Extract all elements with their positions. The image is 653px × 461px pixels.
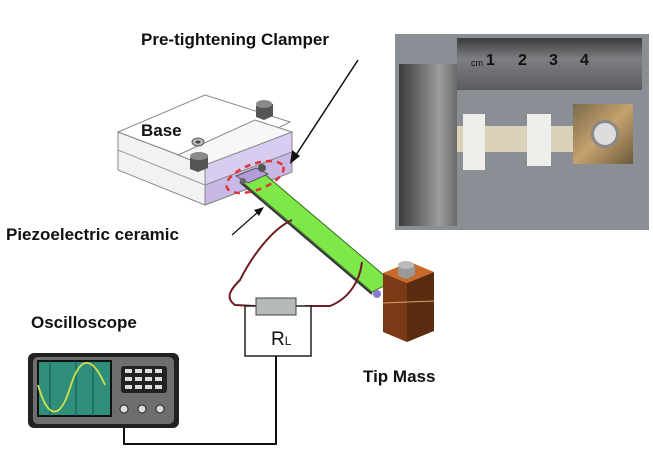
wire <box>305 261 363 307</box>
wire <box>228 219 293 307</box>
resistor-label: RL <box>271 329 291 351</box>
ruler-tick-4: 4 <box>580 52 589 69</box>
arrow-icon <box>231 207 264 236</box>
clamper-label: Pre-tightening Clamper <box>141 30 329 49</box>
tip-mass <box>373 261 435 342</box>
piezo-layer <box>239 181 373 295</box>
arrow-icon <box>290 59 359 164</box>
photo-base-block <box>399 64 457 226</box>
bolt-icon <box>256 100 273 120</box>
ruler-tick-3: 3 <box>549 52 558 69</box>
clamper-highlight <box>225 159 285 195</box>
oscilloscope-label: Oscilloscope <box>31 313 137 332</box>
photo-clamp <box>463 114 485 170</box>
cantilever-beam <box>239 171 393 293</box>
device-photo: cm 1 2 3 4 <box>395 34 649 230</box>
piezo-label: Piezoelectric ceramic <box>6 225 179 244</box>
ruler-tick-2: 2 <box>518 52 527 69</box>
base-block <box>116 94 294 206</box>
photo-tip-mass <box>573 104 633 164</box>
nut-icon <box>191 137 205 147</box>
tip-mass-label: Tip Mass <box>363 367 436 386</box>
clamper-block <box>234 164 270 184</box>
bolt-icon <box>190 152 208 172</box>
photo-clamp <box>527 114 551 166</box>
resistor-icon <box>255 297 297 316</box>
ruler: cm 1 2 3 4 <box>457 38 642 90</box>
resistor-label-main: R <box>271 329 285 350</box>
ruler-tick-1: 1 <box>486 52 495 69</box>
resistor-label-sub: L <box>284 334 292 348</box>
ruler-unit: cm <box>471 58 483 68</box>
oscilloscope-icon <box>28 353 179 428</box>
base-label: Base <box>141 121 182 140</box>
